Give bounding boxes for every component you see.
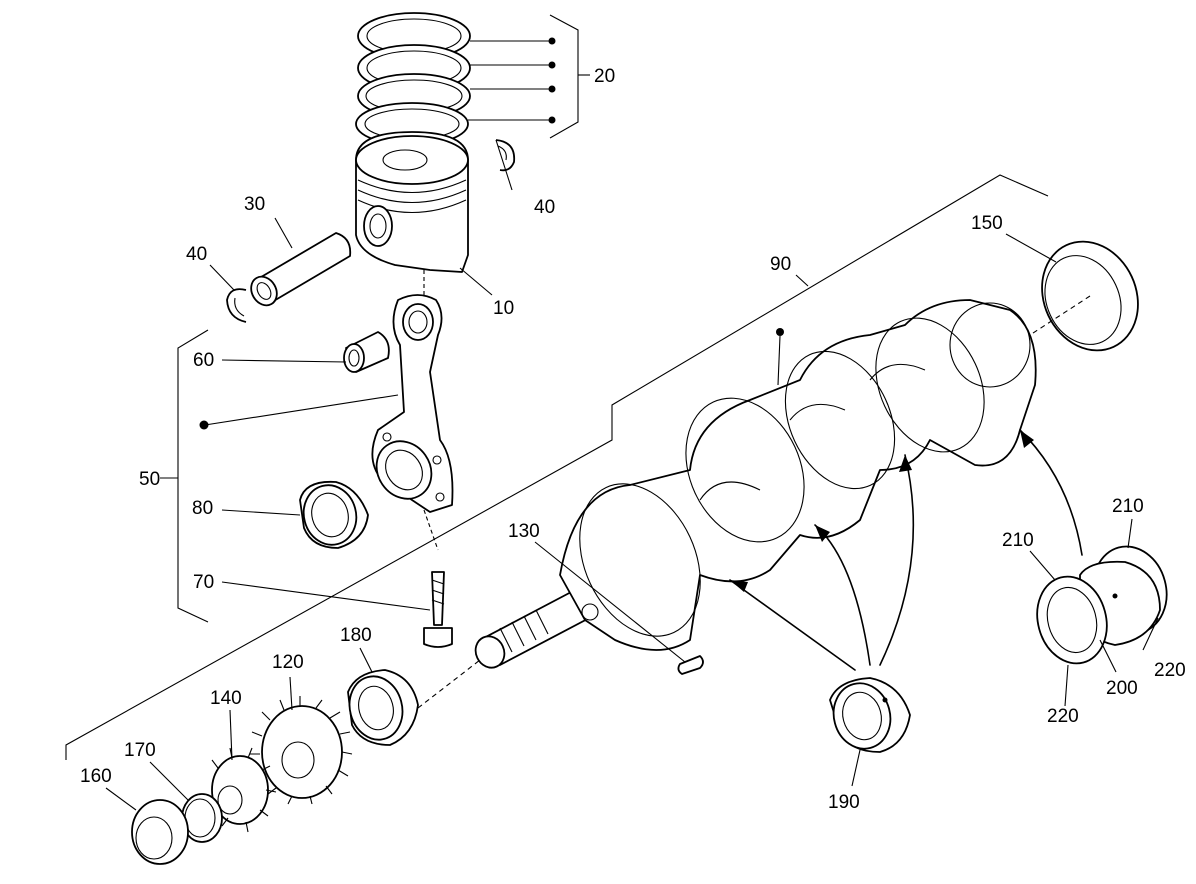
front-seal — [131, 799, 189, 865]
circlip-left — [226, 288, 247, 323]
label-210-right: 210 — [1112, 496, 1144, 517]
assembly-arrows — [729, 429, 1083, 671]
main-bearing-shell-front — [347, 669, 419, 746]
label-150: 150 — [971, 213, 1003, 234]
label-70: 70 — [193, 572, 214, 593]
label-190: 190 — [828, 792, 860, 813]
label-90: 90 — [770, 254, 791, 275]
label-140: 140 — [210, 688, 242, 709]
label-80: 80 — [192, 498, 213, 519]
label-180: 180 — [340, 625, 372, 646]
crankshaft — [474, 299, 1037, 669]
piston-ring-set — [355, 12, 471, 146]
small-end-bush — [343, 331, 390, 373]
group-bracket-50 — [160, 329, 209, 623]
label-20: 20 — [594, 66, 615, 87]
connecting-rod — [371, 294, 454, 551]
leader-lines — [105, 139, 1159, 811]
woodruff-key — [677, 655, 704, 675]
label-130: 130 — [508, 521, 540, 542]
piston — [355, 131, 469, 273]
oil-pump-gear — [205, 747, 277, 833]
label-40-right: 40 — [534, 197, 555, 218]
big-end-bearing — [299, 480, 369, 549]
main-bearing — [829, 677, 911, 753]
label-170: 170 — [124, 740, 156, 761]
rod-bolt — [423, 571, 453, 648]
thrust-bearing-assembly — [1036, 545, 1168, 665]
ring-leaders — [468, 37, 556, 124]
label-160: 160 — [80, 766, 112, 787]
label-120: 120 — [272, 652, 304, 673]
piston-pin — [250, 232, 352, 307]
label-210-left: 210 — [1002, 530, 1034, 551]
label-10: 10 — [493, 298, 514, 319]
label-30: 30 — [244, 194, 265, 215]
label-200: 200 — [1106, 678, 1138, 699]
label-220-right: 220 — [1154, 660, 1186, 681]
crank-gear — [250, 696, 353, 805]
alignment-lines — [417, 295, 1091, 709]
circlip-right — [495, 139, 516, 172]
label-50: 50 — [139, 469, 160, 490]
label-220-left: 220 — [1047, 706, 1079, 727]
part-labels: 10 20 30 40 40 50 60 70 80 90 120 130 14… — [80, 66, 1186, 813]
label-60: 60 — [193, 350, 214, 371]
label-40-left: 40 — [186, 244, 207, 265]
crankshaft-group-boundary — [65, 174, 1049, 760]
crankshaft-label-dot — [776, 328, 784, 386]
group-bracket-20 — [549, 14, 590, 139]
